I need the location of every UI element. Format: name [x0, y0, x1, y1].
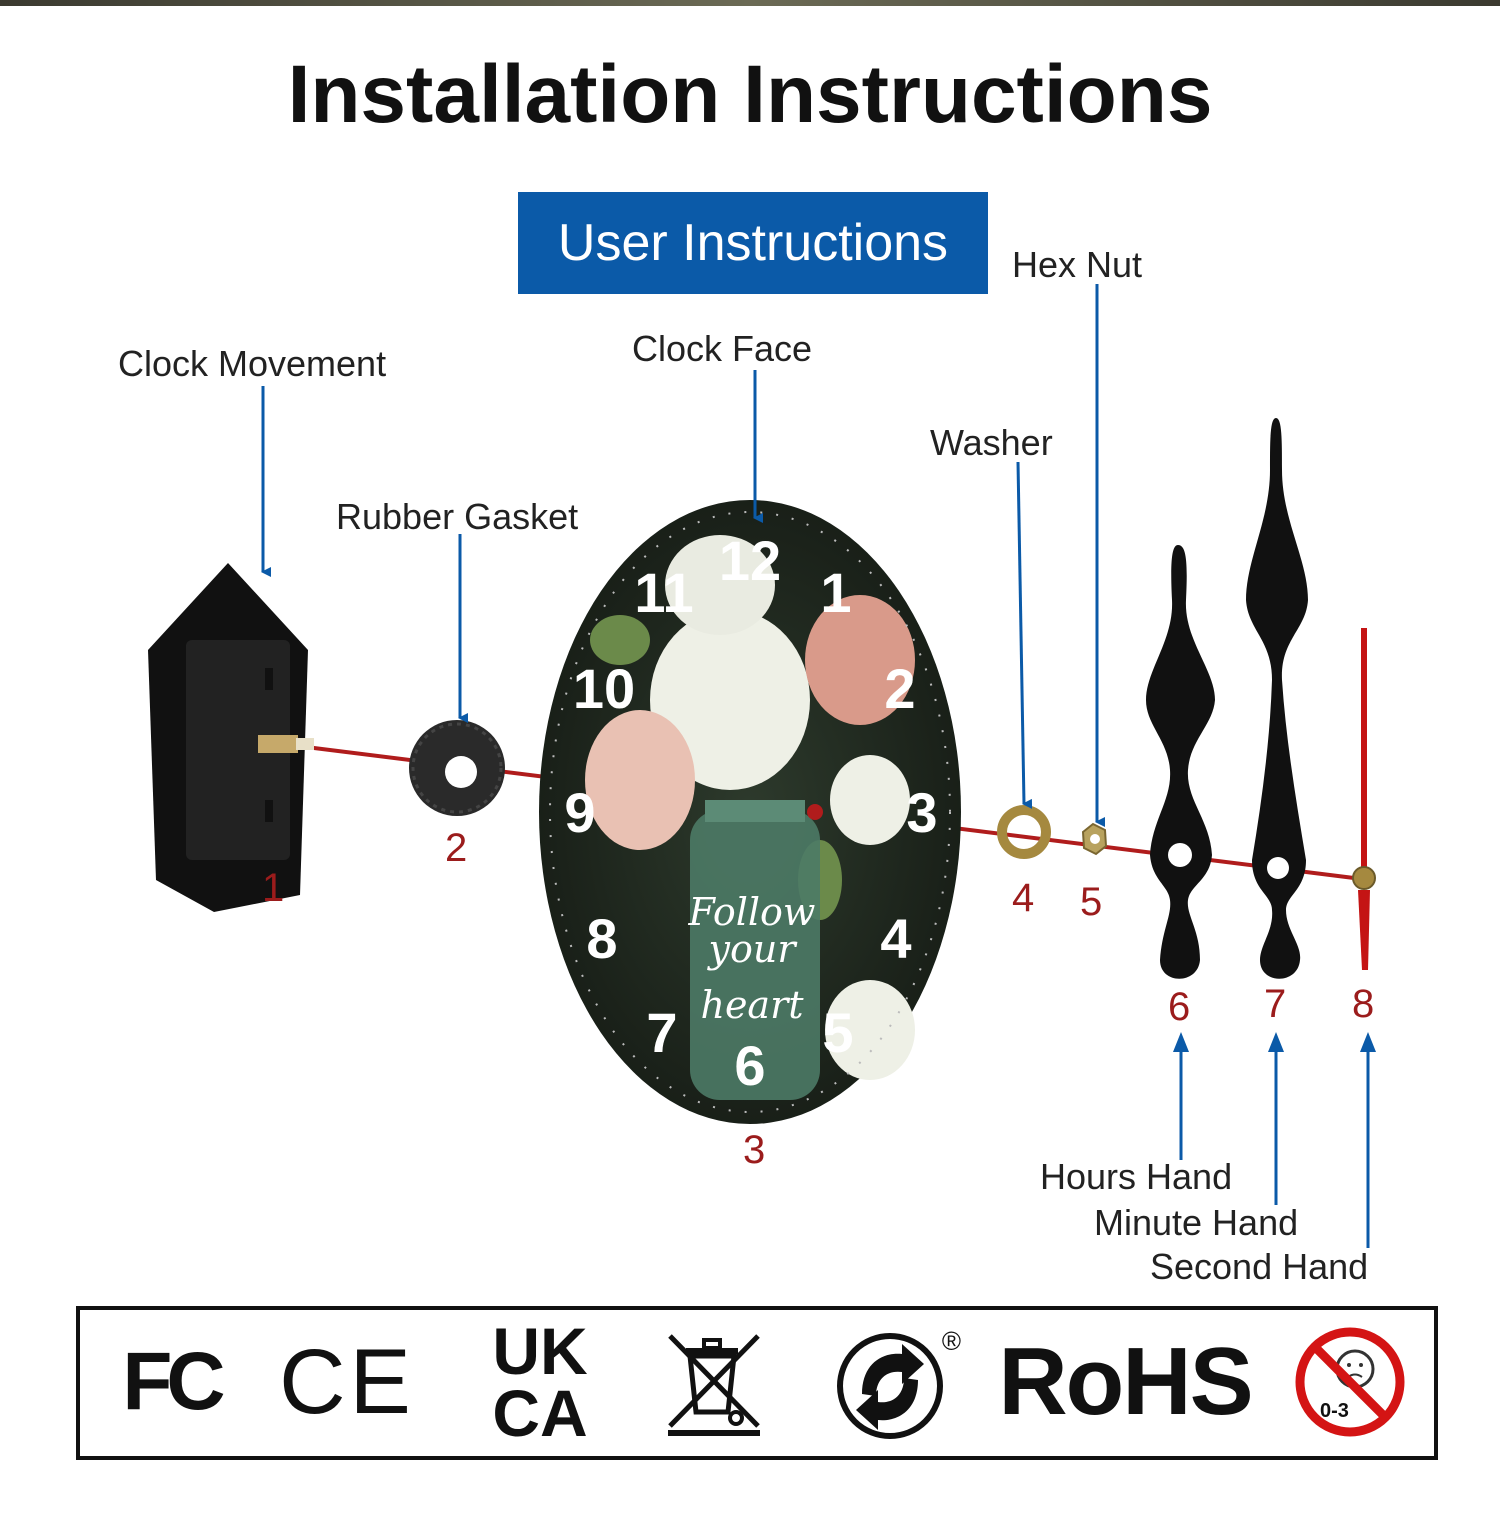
- page-title: Installation Instructions: [287, 49, 1213, 140]
- label-clock-face: Clock Face: [632, 328, 813, 369]
- minute-hand-part: [1246, 418, 1308, 979]
- ce-logo: CE: [272, 1322, 422, 1442]
- hex-nut-part: [1081, 822, 1108, 856]
- fcc-logo: FC: [106, 1322, 236, 1442]
- registered-mark: ®: [941, 1326, 961, 1356]
- part-number-3: 3: [743, 1128, 766, 1172]
- certifications-box: [76, 1306, 1438, 1460]
- clock-numeral-5: 5: [822, 1001, 853, 1064]
- arrow-washer: [1016, 461, 1033, 809]
- part-number-2: 2: [445, 826, 468, 870]
- hours-hand-part: [1146, 545, 1215, 979]
- green-dot-logo: ®: [815, 1322, 965, 1442]
- clock-numeral-3: 3: [906, 781, 937, 844]
- ukca-logo: UK CA: [470, 1314, 610, 1450]
- part-number-5: 5: [1080, 880, 1103, 924]
- ukca-logo-bottom: CA: [492, 1376, 588, 1450]
- clock-numeral-2: 2: [884, 657, 915, 720]
- part-number-4: 4: [1012, 876, 1035, 920]
- jar-text-line-1: Follow: [688, 890, 816, 934]
- exploded-diagram: 12 1 2 3 4 5 6 7 8 9 10 11 Follow your h…: [148, 284, 1376, 1248]
- clock-numeral-7: 7: [646, 1001, 677, 1064]
- clock-numeral-1: 1: [820, 561, 851, 624]
- age-warning-text: 0-3: [1320, 1400, 1349, 1422]
- top-border-strip: [0, 0, 1500, 6]
- clock-face-part: [539, 500, 961, 1124]
- clock-numeral-9: 9: [564, 781, 595, 844]
- label-second-hand: Second Hand: [1150, 1246, 1369, 1287]
- label-minute-hand: Minute Hand: [1094, 1202, 1299, 1243]
- arrow-hours-hand-head: [1173, 1032, 1189, 1052]
- second-hand-part: [1352, 628, 1376, 970]
- part-number-7: 7: [1264, 982, 1287, 1026]
- fcc-logo-text: FC: [122, 1336, 225, 1427]
- clock-numeral-12: 12: [719, 529, 781, 592]
- label-clock-movement: Clock Movement: [118, 343, 387, 384]
- jar-text-line-2: your: [707, 927, 799, 971]
- age-warning-icon: 0-3: [1290, 1322, 1410, 1442]
- label-hours-hand: Hours Hand: [1040, 1156, 1233, 1197]
- part-number-8: 8: [1352, 982, 1375, 1026]
- ce-logo-text: CE: [279, 1330, 415, 1433]
- clock-numeral-8: 8: [586, 907, 617, 970]
- label-rubber-gasket: Rubber Gasket: [336, 496, 579, 537]
- part-number-1: 1: [262, 866, 285, 910]
- rubber-gasket-part: [409, 720, 505, 816]
- weee-bin-icon: [655, 1322, 773, 1442]
- clock-numeral-4: 4: [880, 907, 911, 970]
- clock-numeral-6: 6: [734, 1034, 765, 1097]
- rohs-logo-text: RoHS: [998, 1328, 1253, 1435]
- label-washer: Washer: [930, 422, 1053, 463]
- rohs-logo: RoHS: [995, 1322, 1255, 1442]
- clock-movement-part: [148, 563, 314, 912]
- ukca-logo-top: UK: [492, 1314, 588, 1388]
- clock-numeral-10: 10: [573, 657, 635, 720]
- part-number-6: 6: [1168, 985, 1191, 1029]
- arrow-second-hand-head: [1360, 1032, 1376, 1052]
- user-instructions-badge: User Instructions: [518, 192, 988, 294]
- jar-text-line-3: heart: [700, 983, 804, 1027]
- arrow-minute-hand-head: [1268, 1032, 1284, 1052]
- label-hex-nut: Hex Nut: [1012, 244, 1143, 285]
- clock-numeral-11: 11: [634, 561, 693, 624]
- washer-part: [997, 805, 1051, 859]
